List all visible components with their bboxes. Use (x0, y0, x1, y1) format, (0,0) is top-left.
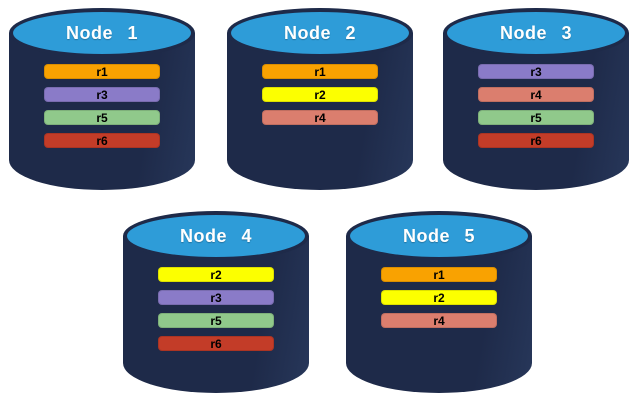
replica-list: r1 r2 r4 (346, 267, 532, 328)
replica-bar-r5: r5 (44, 110, 160, 125)
replica-list: r1 r2 r4 (227, 64, 413, 125)
node-label: Node 3 (499, 22, 572, 43)
replica-bar-r5: r5 (158, 313, 274, 328)
replica-bar-r6: r6 (158, 336, 274, 351)
node-label: Node 5 (402, 225, 475, 246)
replica-bar-r2: r2 (262, 87, 378, 102)
node-cylinder-5: Node 5 r1 r2 r4 (346, 211, 532, 393)
node-cylinder-2: Node 2 r1 r2 r4 (227, 8, 413, 190)
replica-bar-r1: r1 (44, 64, 160, 79)
replica-bar-r2: r2 (381, 290, 497, 305)
node-label: Node 2 (283, 22, 356, 43)
replica-bar-r3: r3 (44, 87, 160, 102)
replica-bar-r6: r6 (478, 133, 594, 148)
cylinder-top: Node 3 (443, 8, 629, 58)
replica-bar-r3: r3 (478, 64, 594, 79)
replica-bar-r4: r4 (262, 110, 378, 125)
replica-bar-r1: r1 (381, 267, 497, 282)
cylinder-top: Node 2 (227, 8, 413, 58)
replica-list: r2 r3 r5 r6 (123, 267, 309, 351)
node-label: Node 1 (65, 22, 138, 43)
replica-bar-r2: r2 (158, 267, 274, 282)
replica-bar-r1: r1 (262, 64, 378, 79)
node-cylinder-3: Node 3 r3 r4 r5 r6 (443, 8, 629, 190)
replica-bar-r5: r5 (478, 110, 594, 125)
replica-list: r1 r3 r5 r6 (9, 64, 195, 148)
replica-bar-r3: r3 (158, 290, 274, 305)
replica-list: r3 r4 r5 r6 (443, 64, 629, 148)
replica-bar-r4: r4 (478, 87, 594, 102)
cylinder-top: Node 5 (346, 211, 532, 261)
cylinder-top: Node 4 (123, 211, 309, 261)
node-cylinder-4: Node 4 r2 r3 r5 r6 (123, 211, 309, 393)
replica-bar-r4: r4 (381, 313, 497, 328)
node-cylinder-1: Node 1 r1 r3 r5 r6 (9, 8, 195, 190)
cylinder-top: Node 1 (9, 8, 195, 58)
node-label: Node 4 (179, 225, 252, 246)
replica-bar-r6: r6 (44, 133, 160, 148)
